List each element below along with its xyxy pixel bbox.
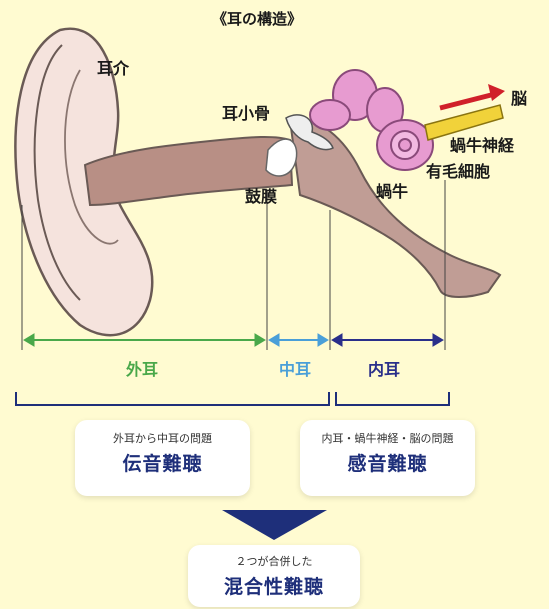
section-inner-ear: 内耳 bbox=[368, 356, 400, 380]
diagram-title: 《耳の構造》 bbox=[212, 8, 302, 29]
label-ossicles: 耳小骨 bbox=[222, 100, 270, 124]
card-conductive-hearing-loss: 外耳から中耳の問題 伝音難聴 bbox=[75, 420, 250, 496]
label-cochlear-nerve: 蝸牛神経 bbox=[450, 132, 514, 156]
section-outer-ear: 外耳 bbox=[126, 356, 158, 380]
brain-arrow-line bbox=[440, 94, 495, 108]
card-conductive-sub: 外耳から中耳の問題 bbox=[75, 430, 250, 446]
card-mixed-sub: ２つが合併した bbox=[188, 553, 360, 569]
card-sensorineural-sub: 内耳・蝸牛神経・脳の問題 bbox=[300, 430, 475, 446]
label-auricle: 耳介 bbox=[97, 55, 129, 79]
label-hair-cells: 有毛細胞 bbox=[426, 158, 490, 182]
label-eardrum: 鼓膜 bbox=[245, 183, 277, 207]
down-arrow-triangle bbox=[222, 510, 327, 540]
card-mixed-main: 混合性難聴 bbox=[188, 572, 360, 599]
card-sensorineural-main: 感音難聴 bbox=[300, 449, 475, 476]
card-mixed-hearing-loss: ２つが合併した 混合性難聴 bbox=[188, 545, 360, 607]
middle-ear-range-arrow bbox=[269, 334, 328, 346]
section-middle-ear: 中耳 bbox=[279, 356, 311, 380]
bracket-inner bbox=[336, 392, 449, 405]
label-brain: 脳 bbox=[511, 85, 527, 109]
card-sensorineural-hearing-loss: 内耳・蝸牛神経・脳の問題 感音難聴 bbox=[300, 420, 475, 496]
card-conductive-main: 伝音難聴 bbox=[75, 449, 250, 476]
brain-arrow-head bbox=[488, 84, 505, 101]
inner-ear-range-arrow bbox=[332, 334, 443, 346]
outer-ear-range-arrow bbox=[24, 334, 265, 346]
label-cochlea: 蝸牛 bbox=[376, 178, 408, 202]
bracket-outer-middle bbox=[16, 392, 329, 405]
